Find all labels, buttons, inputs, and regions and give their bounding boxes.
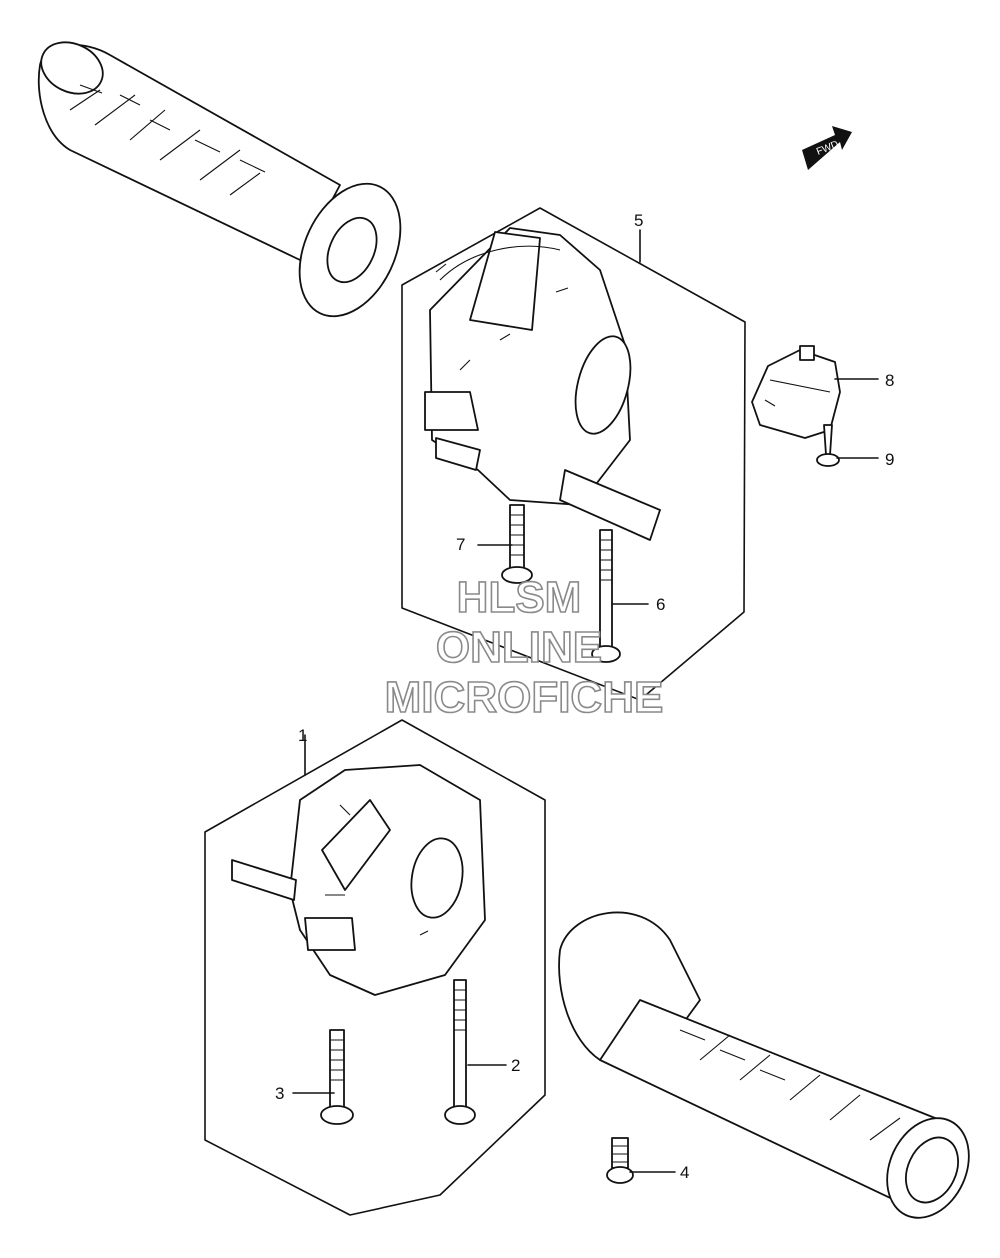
watermark-line-3: MICROFICHE <box>385 673 664 722</box>
callout-6: 6 <box>656 595 665 614</box>
callout-5: 5 <box>634 211 643 230</box>
callout-2: 2 <box>511 1056 520 1075</box>
leader-lines <box>292 229 879 1173</box>
assembly-frame-5 <box>401 207 746 701</box>
callout-4: 4 <box>680 1163 689 1182</box>
callout-9: 9 <box>885 450 894 469</box>
callout-7: 7 <box>456 535 465 554</box>
screw-4 <box>606 1137 634 1184</box>
callout-8: 8 <box>885 371 894 390</box>
screw-9 <box>816 424 840 467</box>
callout-1: 1 <box>298 726 307 745</box>
fwd-label: FWD <box>815 139 840 158</box>
screw-3 <box>320 1029 354 1125</box>
callout-3: 3 <box>275 1084 284 1103</box>
screw-2 <box>444 979 476 1125</box>
screw-7 <box>501 504 533 584</box>
watermark: HLSM ONLINE MICROFICHE <box>384 572 664 723</box>
right-switch-housing <box>424 227 661 541</box>
screw-6 <box>591 529 621 663</box>
forward-direction-arrow-icon: FWD <box>802 126 852 170</box>
assembly-frame-1 <box>204 719 546 1216</box>
left-handlebar-grip <box>37 41 402 318</box>
watermark-line-1: HLSM <box>457 573 582 622</box>
right-handlebar-grip <box>558 911 970 1219</box>
left-switch-housing <box>231 764 486 996</box>
watermark-line-2: ONLINE <box>436 623 602 672</box>
